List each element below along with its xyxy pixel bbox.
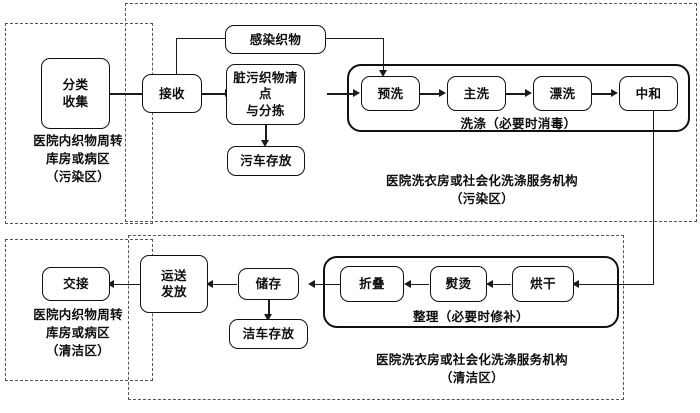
node-mainwash-label: 主洗 bbox=[463, 85, 490, 101]
zone-ward-dirty-line1: 医院内织物周转 bbox=[33, 133, 123, 148]
edge-infected-right-vertical bbox=[383, 38, 385, 71]
node-rinse-label: 漂洗 bbox=[549, 85, 576, 101]
edge-infected-left-vertical bbox=[176, 38, 178, 74]
node-store[interactable]: 储存 bbox=[238, 268, 299, 300]
edge-fold-store bbox=[311, 284, 347, 286]
arrowhead-handover bbox=[107, 280, 114, 288]
node-count-sort-line1: 脏污织物清点 bbox=[233, 70, 298, 102]
edge-transport-handover bbox=[110, 284, 146, 286]
arrowhead-neutralize bbox=[611, 89, 618, 97]
arrowhead-mainwash bbox=[439, 89, 446, 97]
node-iron[interactable]: 熨烫 bbox=[430, 266, 487, 302]
node-mainwash[interactable]: 主洗 bbox=[447, 76, 506, 111]
edge-store-cleancart bbox=[268, 300, 270, 317]
zone-caption-laundry-dirty: 医院洗衣房或社会化洗涤服务机构 （污染区） bbox=[342, 172, 622, 208]
node-dirty-cart-label: 污车存放 bbox=[240, 153, 292, 169]
zone-caption-ward-clean: 医院内织物周转 库房或病区 （清洁区） bbox=[8, 306, 148, 360]
group-finish-label: 整理（必要时修补） bbox=[412, 309, 530, 324]
edge-receive-countsort bbox=[201, 93, 226, 95]
node-sort-collect-line2: 收集 bbox=[62, 93, 89, 109]
node-transport-line1: 运送 bbox=[161, 267, 187, 283]
edge-prewash-mainwash bbox=[419, 93, 440, 95]
node-infected-label: 感染织物 bbox=[249, 31, 302, 47]
arrowhead-rinse bbox=[525, 89, 532, 97]
edge-mainwash-rinse bbox=[505, 93, 526, 95]
edge-iron-fold bbox=[406, 284, 429, 286]
zone-ward-dirty-line3: （污染区） bbox=[45, 169, 110, 185]
node-receive[interactable]: 接收 bbox=[142, 74, 202, 113]
node-handover[interactable]: 交接 bbox=[42, 267, 110, 301]
node-transport-line2: 发放 bbox=[161, 284, 187, 299]
node-count-sort-line2: 与分拣 bbox=[246, 102, 285, 118]
zone-ward-clean-line2: 库房或病区 bbox=[45, 325, 110, 341]
node-dry-label: 烘干 bbox=[530, 276, 556, 292]
zone-ward-clean-line3: （清洁区） bbox=[45, 343, 110, 359]
node-transport[interactable]: 运送 发放 bbox=[140, 255, 208, 313]
zone-laundry-dirty-line2: （污染区） bbox=[449, 191, 514, 207]
zone-caption-laundry-clean: 医院洗衣房或社会化洗涤服务机构 （清洁区） bbox=[332, 351, 612, 387]
edge-countsort-prewash bbox=[327, 93, 355, 95]
zone-ward-dirty-line2: 库房或病区 bbox=[45, 151, 110, 167]
node-handover-label: 交接 bbox=[63, 276, 89, 292]
edge-store-transport bbox=[209, 284, 237, 286]
arrowhead-dry bbox=[572, 280, 579, 288]
node-prewash-label: 预洗 bbox=[377, 85, 404, 101]
node-neutralize-label: 中和 bbox=[635, 85, 662, 101]
edge-countsort-dirtycart bbox=[265, 124, 267, 143]
node-clean-cart-label: 洁车存放 bbox=[242, 326, 295, 342]
edge-infected-left-horizontal bbox=[176, 38, 226, 40]
zone-caption-ward-dirty: 医院内织物周转 库房或病区 （污染区） bbox=[8, 132, 148, 186]
arrowhead-prewash-top bbox=[379, 70, 387, 77]
node-store-label: 储存 bbox=[255, 276, 282, 292]
zone-laundry-clean bbox=[128, 235, 624, 400]
edge-neutralize-dry-horizontal bbox=[575, 284, 654, 286]
arrowhead-cleancart bbox=[264, 314, 272, 321]
node-prewash[interactable]: 预洗 bbox=[361, 76, 420, 111]
zone-ward-dirty bbox=[5, 23, 153, 224]
node-iron-label: 熨烫 bbox=[445, 276, 472, 292]
zone-laundry-dirty-line1: 医院洗衣房或社会化洗涤服务机构 bbox=[385, 173, 578, 188]
edge-sortcollect-receive bbox=[110, 93, 146, 95]
zone-ward-clean-line1: 医院内织物周转 bbox=[33, 307, 123, 322]
edge-neutralize-dry-vertical bbox=[652, 110, 654, 285]
node-fold-label: 折叠 bbox=[359, 276, 385, 292]
node-sort-collect[interactable]: 分类 收集 bbox=[41, 58, 110, 129]
node-neutralize[interactable]: 中和 bbox=[619, 76, 678, 111]
edge-rinse-neutralize bbox=[591, 93, 612, 95]
arrowhead-prewash-left bbox=[353, 89, 360, 97]
arrowhead-transport bbox=[206, 280, 213, 288]
node-dry[interactable]: 烘干 bbox=[512, 266, 574, 302]
node-sort-collect-line1: 分类 bbox=[62, 77, 89, 93]
arrowhead-store-right bbox=[308, 280, 315, 288]
group-wash-label: 洗涤（必要时消毒） bbox=[460, 116, 577, 131]
node-count-sort[interactable]: 脏污织物清点 与分拣 bbox=[226, 64, 305, 125]
edge-infected-right-horizontal bbox=[325, 38, 384, 40]
node-fold[interactable]: 折叠 bbox=[340, 266, 404, 302]
node-infected[interactable]: 感染织物 bbox=[225, 25, 326, 54]
node-dirty-cart[interactable]: 污车存放 bbox=[227, 146, 305, 176]
zone-laundry-clean-line2: （清洁区） bbox=[439, 370, 504, 386]
arrowhead-iron bbox=[486, 280, 493, 288]
edge-dry-iron bbox=[488, 284, 511, 286]
zone-laundry-clean-line1: 医院洗衣房或社会化洗涤服务机构 bbox=[375, 352, 568, 367]
node-receive-label: 接收 bbox=[159, 85, 185, 101]
zone-laundry-dirty bbox=[125, 3, 697, 222]
arrowhead-dirtycart bbox=[261, 140, 269, 147]
node-clean-cart[interactable]: 洁车存放 bbox=[229, 319, 308, 349]
node-rinse[interactable]: 漂洗 bbox=[533, 76, 592, 111]
arrowhead-fold bbox=[404, 280, 411, 288]
